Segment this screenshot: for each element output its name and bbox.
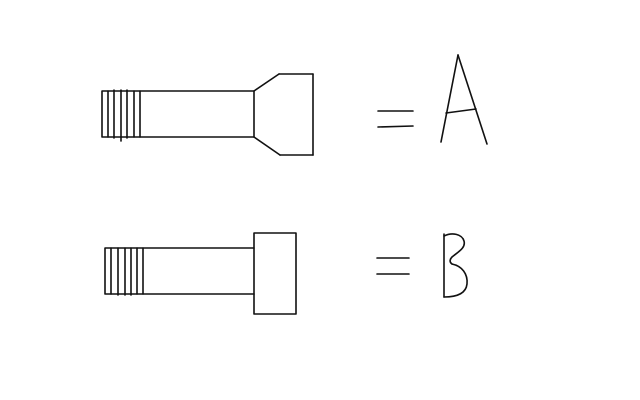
equals-a-bottom-stroke: [377, 125, 414, 128]
equals-sign-a: =: [377, 110, 414, 128]
letter-a-right-stroke: [457, 54, 488, 145]
handwritten-letter-b: B: [443, 233, 468, 298]
label-b-text: B: [456, 267, 457, 269]
equals-sign-b: =: [376, 257, 410, 275]
letter-b-lower-bowl: [443, 263, 468, 298]
letter-a-left-stroke: [440, 54, 459, 143]
bolt-square-head: [104, 232, 297, 315]
bolt-a-head-taper-top: [253, 73, 280, 92]
bolt-a-head-taper-bottom: [253, 136, 281, 156]
handwritten-letter-a: A: [440, 54, 488, 145]
bolt-tapered-head: [101, 73, 314, 156]
letter-a-crossbar: [445, 108, 477, 114]
equals-b-text: =: [393, 267, 394, 269]
bolt-b-square-head: [253, 232, 297, 315]
equals-a-text: =: [395, 119, 396, 121]
letter-b-upper-bowl: [443, 233, 466, 265]
